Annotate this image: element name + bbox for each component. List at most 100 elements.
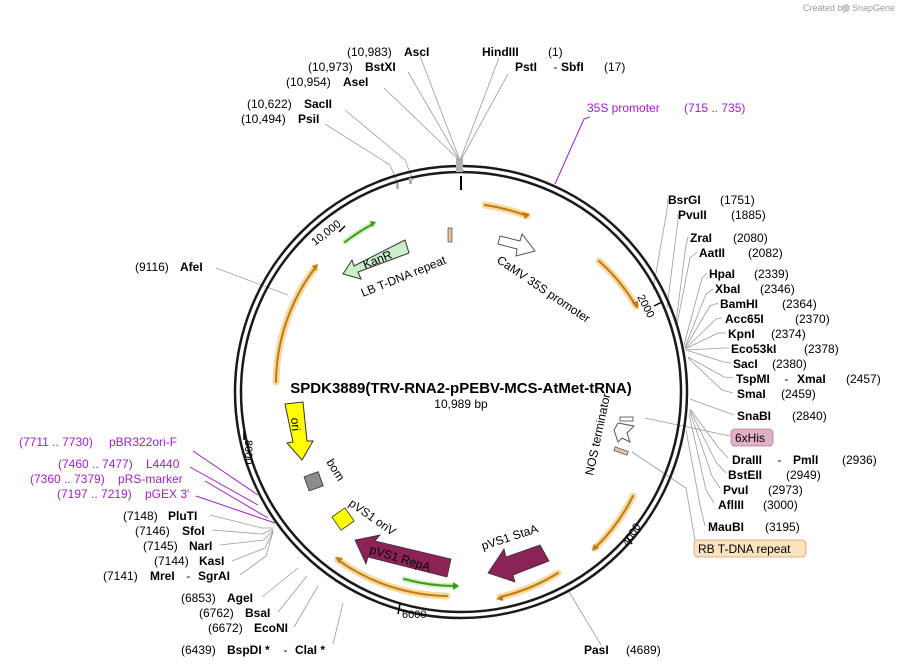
primer-l4440: (7460 .. 7477) L4440 xyxy=(58,457,180,471)
site-position: (6672) xyxy=(208,621,243,635)
site-enzyme: BsrGI xyxy=(668,193,701,207)
site-enzyme: Eco53kI xyxy=(731,342,776,356)
site-bsteii: BstEII (2949) xyxy=(728,468,821,482)
feature-pvs1-staa: pVS1 StaA xyxy=(480,521,550,583)
site-leader-line xyxy=(211,528,274,535)
site-separator: - xyxy=(280,643,291,657)
site-position: (6762) xyxy=(199,606,234,620)
site-leader-line xyxy=(407,71,459,159)
site-enzyme: AatII xyxy=(699,246,725,260)
site-enzyme: AscI xyxy=(404,45,429,59)
site-agei: (6853) AgeI xyxy=(181,591,253,605)
site-position: (2364) xyxy=(782,297,817,311)
orf-arc xyxy=(595,257,640,310)
primer-leader-lines xyxy=(189,116,591,524)
site-enzyme: AgeI xyxy=(227,591,253,605)
site-position: (7148) xyxy=(123,509,158,523)
orf-arrowhead xyxy=(453,582,459,590)
site-nari: (7145) NarI xyxy=(143,539,212,553)
cut-mark xyxy=(396,183,399,189)
feature-bom: bom xyxy=(303,456,348,492)
site-enzyme: HpaI xyxy=(709,267,735,281)
site-leader-line xyxy=(293,585,319,628)
plasmid-name: SPDK3889(TRV-RNA2-pPEBV-MCS-AtMet-tRNA) xyxy=(290,380,631,397)
primer-pgex-name: pGEX 3' xyxy=(145,487,189,501)
site-position: (2973) xyxy=(768,483,803,497)
scale-label-6000: 6000 xyxy=(402,609,426,621)
site-pvui: PvuI (2973) xyxy=(723,483,803,497)
cut-marks xyxy=(456,158,463,172)
feature-his-box xyxy=(730,428,774,447)
orf-arc xyxy=(499,572,559,598)
orf-arrowhead xyxy=(632,301,638,309)
site-kpni: KpnI (2374) xyxy=(728,327,806,341)
feature-pvs1-repa: pVS1 RepA xyxy=(354,534,452,578)
site-separator: - xyxy=(774,453,785,467)
cut-cluster-top xyxy=(456,158,463,190)
site-afliii: AflIII (3000) xyxy=(718,498,798,512)
orf-arcs xyxy=(272,201,640,601)
feature-bom-box xyxy=(303,471,324,492)
scale-label-4000: 4000 xyxy=(620,521,643,548)
site-leader-line xyxy=(688,413,715,504)
site-pasi: PasI (4689) xyxy=(584,643,661,657)
scale-label-10000: 10,000 xyxy=(309,218,343,248)
site-bspdi-clai: (6439) BspDI * - ClaI * xyxy=(181,643,325,657)
primer-leader-line xyxy=(204,480,269,519)
primer-35s-name: 35S promoter xyxy=(587,101,660,115)
orf-arrowhead xyxy=(370,221,376,227)
site-enzyme: PmlI xyxy=(793,453,818,467)
orf-arrowhead xyxy=(522,212,530,219)
site-leader-line xyxy=(567,589,602,646)
feature-rb-box xyxy=(693,539,807,558)
site-position: (3195) xyxy=(765,520,800,534)
site-xbai: XbaI (2346) xyxy=(715,282,795,296)
site-enzyme: SnaBI xyxy=(737,409,771,423)
site-enzyme: AflIII xyxy=(718,498,744,512)
feature-nos-mark xyxy=(613,446,629,456)
site-leader-line xyxy=(332,602,344,645)
site-separator: - xyxy=(183,569,194,583)
site-enzyme: DraIII xyxy=(732,453,762,467)
orf-arc xyxy=(344,223,374,243)
primer-prs-range: (7360 .. 7379) xyxy=(30,472,105,486)
site-enzyme: SacII xyxy=(304,97,332,111)
site-enzyme: BstXI xyxy=(365,60,396,74)
primer-pbr322-range: (7711 .. 7730) xyxy=(19,435,93,449)
scale-label-8000: 8000 xyxy=(242,440,254,464)
site-enzyme: SacI xyxy=(733,357,758,371)
site-enzyme: HindIII xyxy=(482,45,519,59)
site-position: (6439) xyxy=(181,643,216,657)
site-bsrgi: BsrGI (1751) xyxy=(668,193,755,207)
site-psii: (10,494) PsiI xyxy=(241,112,319,126)
site-maubi: MauBI (3195) xyxy=(708,520,800,534)
site-enzyme: MauBI xyxy=(708,520,744,534)
site-enzyme: PvuI xyxy=(723,483,748,497)
site-sacii: (10,622) SacII xyxy=(247,97,332,111)
site-psti-sbfi: PstI - SbfI (17) xyxy=(515,60,625,74)
feature-kanr-label: KanR xyxy=(361,247,394,271)
site-enzyme: PvuII xyxy=(678,208,707,222)
feature-camv-35s: CaMV 35S promoter xyxy=(494,232,593,326)
site-position: (10,954) xyxy=(286,75,331,89)
site-enzyme: XbaI xyxy=(715,282,740,296)
feature-staa-arrow xyxy=(487,544,550,583)
feature-camv-arrow xyxy=(497,232,536,257)
orf-arrowhead xyxy=(496,595,503,601)
feature-nos-box xyxy=(619,416,634,422)
site-leader-line xyxy=(461,73,509,159)
site-position: (9116) xyxy=(135,260,169,274)
feature-rb-label: RB T-DNA repeat xyxy=(698,542,791,556)
site-leader-line xyxy=(689,411,721,489)
site-position: (2374) xyxy=(771,327,806,341)
site-enzyme: XmaI xyxy=(797,372,826,386)
orf-arc xyxy=(275,267,316,383)
site-zrai: ZraI (2080) xyxy=(690,231,768,245)
feature-leader-line xyxy=(631,451,696,541)
site-leader-line xyxy=(419,55,460,159)
site-enzyme: SbfI xyxy=(561,60,584,74)
site-position: (3000) xyxy=(763,498,798,512)
site-leader-line xyxy=(676,251,698,325)
site-draiii-pmli: DraIII - PmlI (2936) xyxy=(732,453,877,467)
